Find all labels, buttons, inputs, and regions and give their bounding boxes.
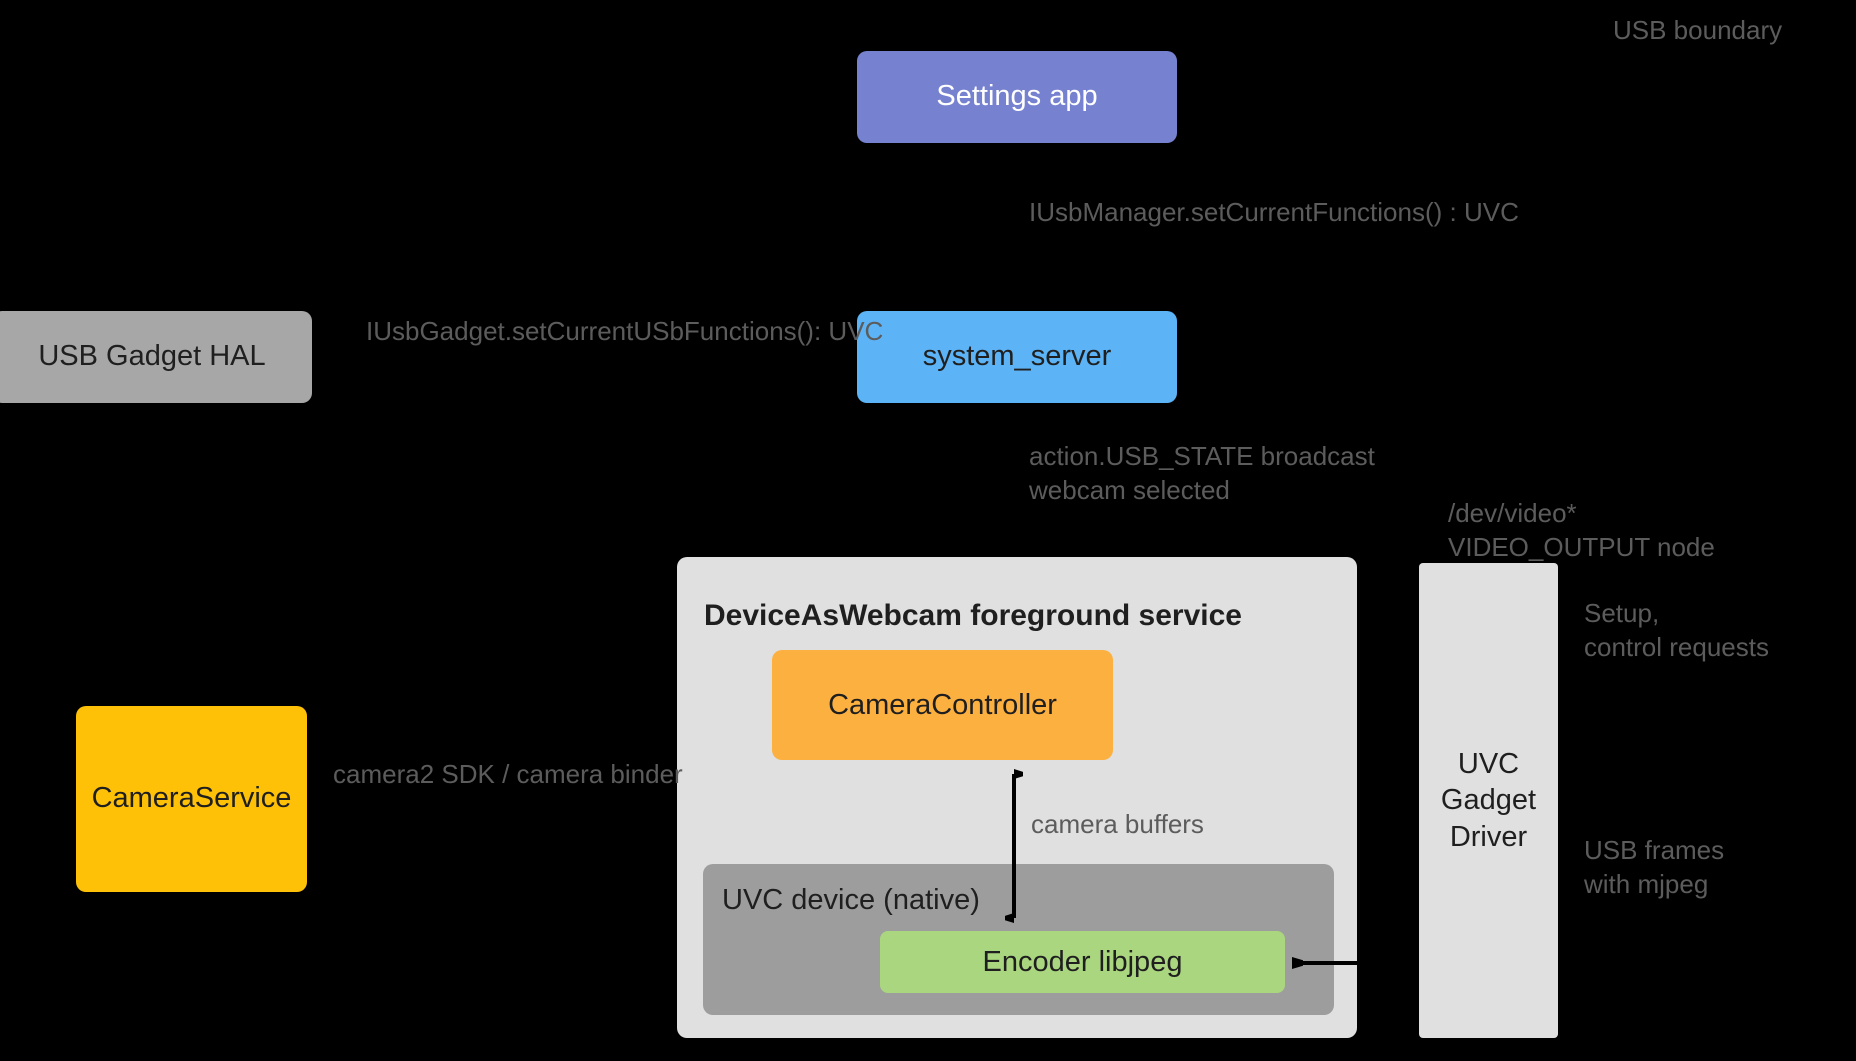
- service-title: DeviceAsWebcam foreground service: [704, 599, 1242, 632]
- node-camera-service[interactable]: CameraService: [76, 706, 307, 892]
- node-system-server[interactable]: system_server: [857, 311, 1177, 403]
- label-usb-state-broadcast: action.USB_STATE broadcast webcam select…: [1029, 441, 1375, 505]
- label-usb-boundary: USB boundary: [1613, 15, 1783, 45]
- node-settings-app[interactable]: Settings app: [857, 51, 1177, 143]
- uvc-device-title: UVC device (native): [722, 884, 980, 916]
- label-setup-control-requests: Setup, control requests: [1584, 598, 1769, 662]
- label-dev-video-node: /dev/video* VIDEO_OUTPUT node: [1448, 498, 1715, 562]
- node-uvc-gadget-driver[interactable]: UVC Gadget Driver: [1419, 563, 1558, 1038]
- label-iusbgadget-setcurrentusbfunctions: IUsbGadget.setCurrentUSbFunctions(): UVC: [366, 316, 884, 346]
- label-camera2-sdk-binder: camera2 SDK / camera binder: [333, 759, 683, 789]
- node-encoder-libjpeg[interactable]: Encoder libjpeg: [880, 931, 1285, 993]
- label-camera-buffers: camera buffers: [1031, 809, 1204, 839]
- node-camera-controller[interactable]: CameraController: [772, 650, 1113, 760]
- label-iusbmanager-setcurrentfunctions: IUsbManager.setCurrentFunctions() : UVC: [1029, 197, 1519, 227]
- label-usb-frames-mjpeg: USB frames with mjpeg: [1584, 835, 1725, 899]
- node-deviceaswebcam-service[interactable]: DeviceAsWebcam foreground service Camera…: [677, 557, 1357, 1038]
- node-uvc-device-native[interactable]: UVC device (native) Encoder libjpeg: [703, 864, 1334, 1015]
- node-usb-gadget-hal[interactable]: USB Gadget HAL: [0, 311, 312, 403]
